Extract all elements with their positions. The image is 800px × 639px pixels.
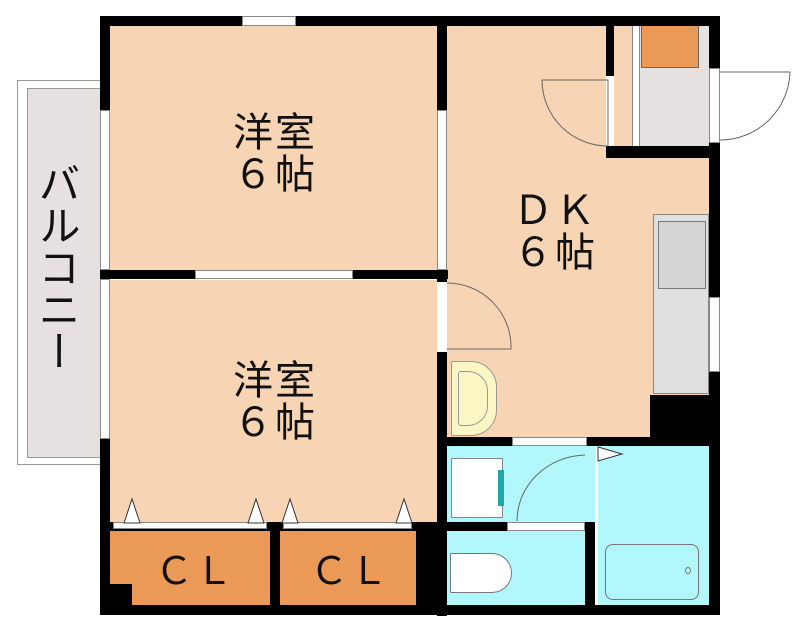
door-swing-entrance — [541, 79, 609, 147]
closet-door-markers — [123, 497, 413, 524]
bathtub[interactable] — [605, 544, 699, 600]
door-entrance-dk[interactable] — [606, 76, 614, 146]
kitchen-window[interactable] — [709, 297, 720, 372]
washing-machine[interactable] — [451, 458, 503, 518]
door-room2-dk[interactable] — [437, 282, 447, 352]
wall-top — [100, 16, 720, 26]
western-room-2-size: ６帖 — [233, 400, 317, 446]
window-room1-top[interactable] — [242, 16, 296, 26]
western-room-1-label: 洋室 ６帖 — [190, 112, 360, 196]
closet-1[interactable] — [110, 531, 270, 606]
wall-bath-left — [585, 522, 595, 615]
western-room-1-size: ６帖 — [233, 152, 317, 198]
closet-2-label: ＣＬ — [309, 549, 390, 593]
toilet[interactable] — [450, 553, 512, 593]
closet-1-label: ＣＬ — [154, 549, 235, 593]
balcony-full-inner — [27, 88, 101, 458]
closet-2-door[interactable] — [283, 522, 412, 529]
wall-closet-right — [416, 522, 447, 615]
sliding-door-rooms[interactable] — [195, 270, 353, 279]
bathtub-drain — [685, 567, 691, 574]
wall-wash-toilet — [447, 522, 507, 531]
kitchen-pillar — [650, 395, 712, 445]
wall-entrance-bottom — [606, 146, 720, 158]
closet-2[interactable] — [280, 531, 416, 606]
western-room-2-name: 洋室 — [233, 358, 317, 404]
balcony-label: バルコニー — [32, 162, 81, 372]
kitchen-sink[interactable] — [658, 221, 706, 289]
shoe-box[interactable] — [641, 25, 699, 68]
western-room-2-floor — [110, 280, 443, 525]
window-balcony-room2[interactable] — [100, 279, 110, 439]
door-swing-front — [719, 71, 791, 141]
entrance-step-edge — [632, 25, 640, 147]
sliding-door-room1-dk[interactable] — [437, 110, 447, 270]
bath-door-marker — [597, 446, 624, 462]
wall-bottom — [100, 605, 720, 615]
washing-machine-indicator — [498, 470, 504, 506]
washbasin-bowl — [458, 371, 488, 426]
western-room-1-floor — [110, 25, 443, 270]
wall-closet-divider — [270, 522, 280, 615]
western-room-2-label: 洋室 ６帖 — [190, 360, 360, 444]
window-balcony-room1[interactable] — [100, 110, 110, 270]
door-swing-room2 — [446, 282, 512, 350]
door-wash-dk[interactable] — [512, 437, 587, 446]
bathroom — [598, 445, 709, 605]
dk-size: ６帖 — [513, 230, 597, 276]
dk-name: ＤＫ — [513, 188, 597, 234]
western-room-1-name: 洋室 — [233, 110, 317, 156]
closet-1-door[interactable] — [113, 522, 267, 529]
door-swing-wash — [516, 454, 586, 522]
door-wash-toilet[interactable] — [507, 522, 585, 531]
dk-label: ＤＫ ６帖 — [480, 190, 630, 274]
front-door[interactable] — [709, 68, 720, 143]
closet-1-corner — [110, 584, 132, 606]
